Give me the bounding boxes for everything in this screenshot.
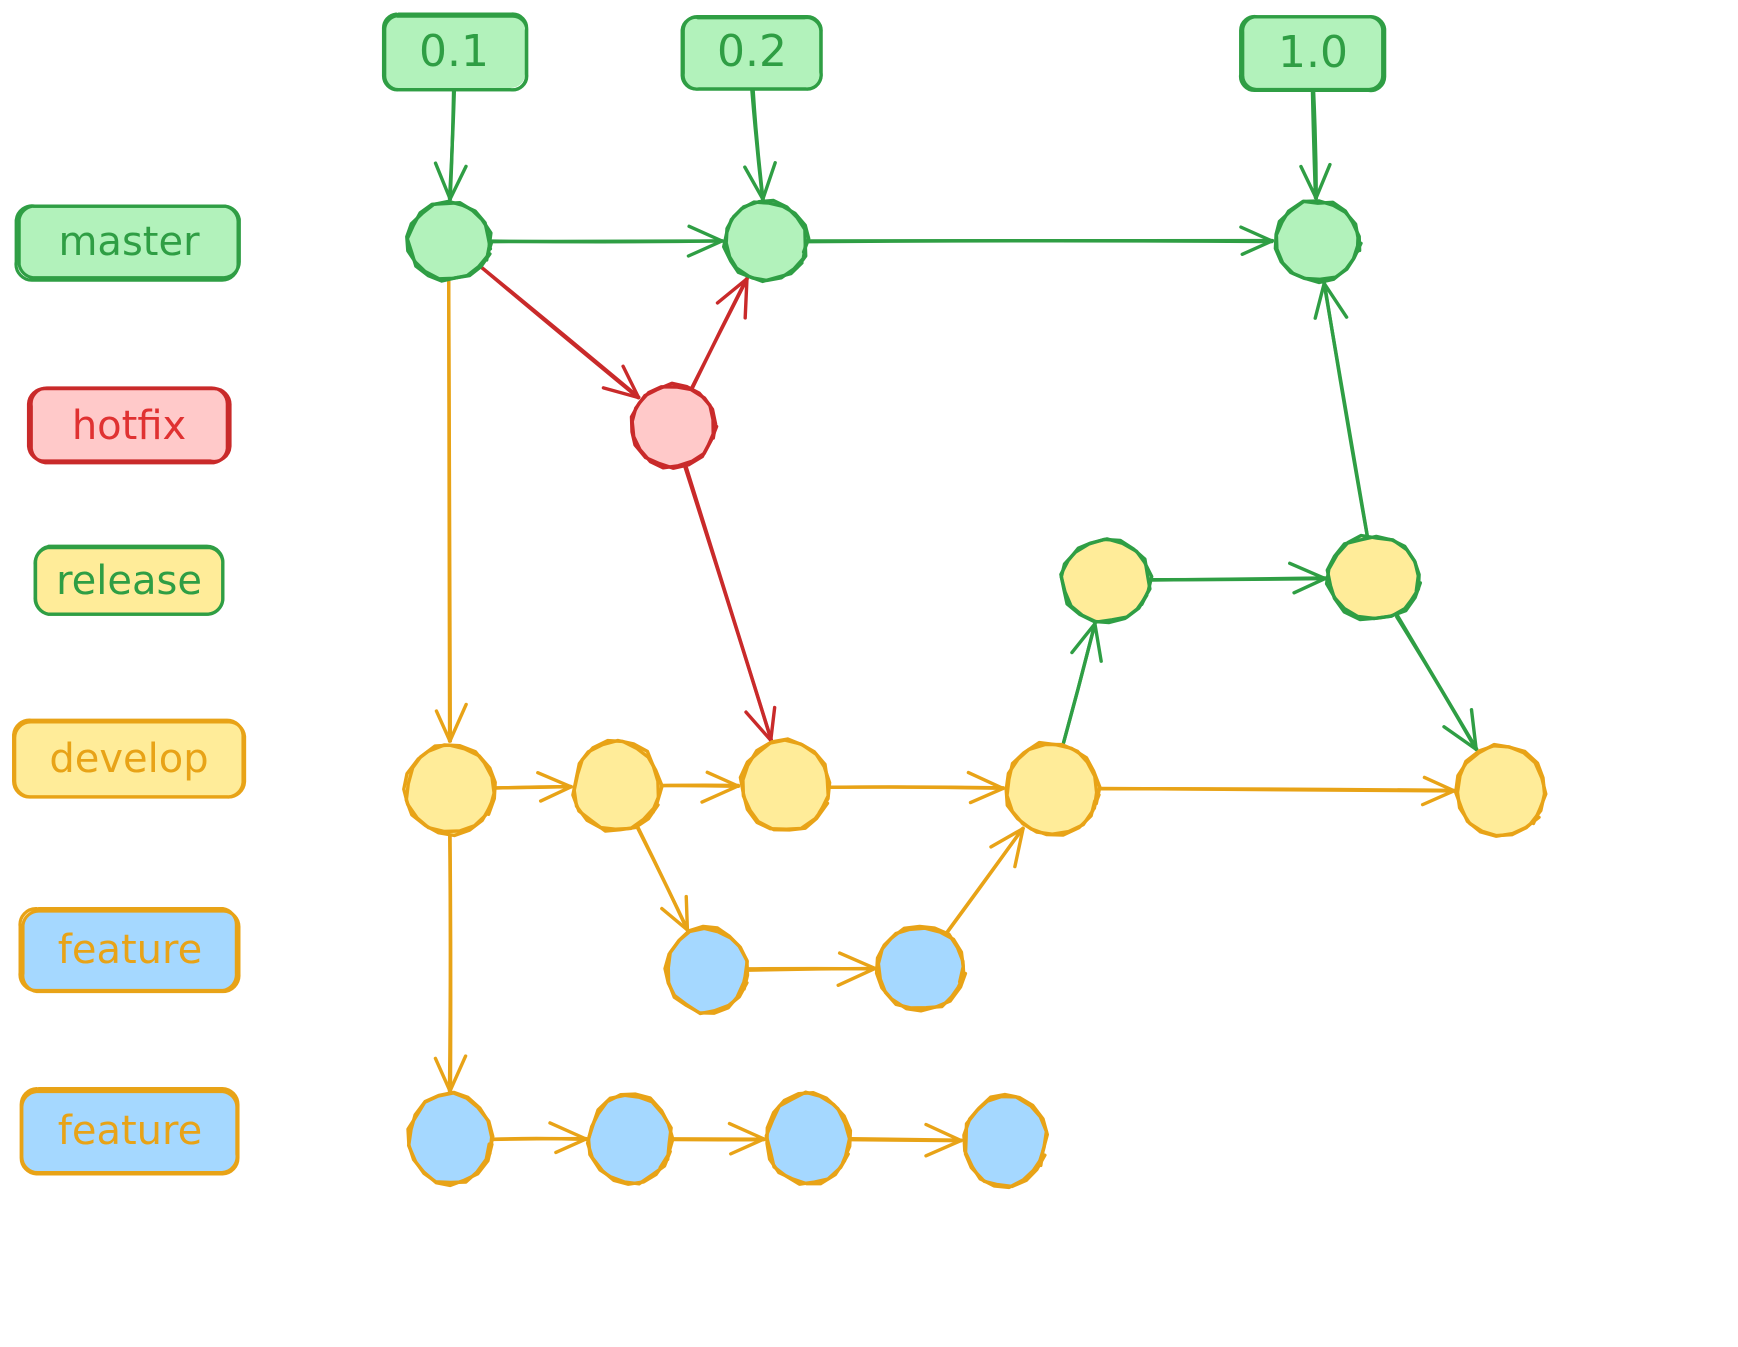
lane-label-develop[interactable]: develop <box>12 718 247 799</box>
edge-r2-to-d5 <box>1395 614 1479 752</box>
edge-m2-to-m3 <box>806 225 1275 256</box>
lane-label-text-feature1: feature <box>58 927 202 973</box>
commit-node-f2d[interactable] <box>962 1092 1049 1190</box>
nodes-layer <box>402 198 1548 1190</box>
edge-f2a-to-f2b <box>491 1121 589 1155</box>
commit-node-d2[interactable] <box>571 738 664 833</box>
edge-d1-to-f2a <box>433 834 468 1094</box>
edge-h1-to-m2 <box>690 276 749 390</box>
edge-tag-0-2-to-m2 <box>743 87 777 202</box>
lane-label-text-feature2: feature <box>58 1108 202 1154</box>
edge-d2-to-d3 <box>659 770 741 804</box>
commit-node-r2[interactable] <box>1324 533 1422 622</box>
edge-r2-to-m3 <box>1313 281 1369 537</box>
lane-label-text-master: master <box>58 219 200 265</box>
edge-tag-1-0-to-m3 <box>1299 89 1332 200</box>
commit-node-d5[interactable] <box>1454 742 1548 838</box>
commit-node-r1[interactable] <box>1059 537 1154 625</box>
edge-m1-to-m2 <box>490 224 725 258</box>
edge-d4-to-d5 <box>1097 775 1456 807</box>
edge-m1-to-h1 <box>479 265 641 400</box>
edge-d2-to-f1a <box>635 825 690 933</box>
version-tag-text: 0.1 <box>419 26 489 77</box>
version-tag-1-0[interactable]: 1.0 <box>1238 14 1387 93</box>
commit-node-f2c[interactable] <box>764 1090 853 1186</box>
commit-node-d3[interactable] <box>738 737 832 832</box>
version-tag-text: 0.2 <box>717 26 787 77</box>
edge-f1b-to-d4 <box>944 826 1025 935</box>
commit-node-f2a[interactable] <box>406 1090 495 1188</box>
edge-d1-to-d2 <box>493 771 573 803</box>
edge-m1-to-d1 <box>434 279 468 743</box>
lane-label-master[interactable]: master <box>14 204 241 282</box>
edge-h1-to-d3 <box>683 465 777 742</box>
lane-label-text-release: release <box>56 558 202 604</box>
edge-d4-to-r1 <box>1061 622 1103 745</box>
lane-label-feature2[interactable]: feature <box>19 1086 240 1176</box>
labels-layer: master hotfix release develop feature feature… <box>12 12 1387 1176</box>
lane-label-hotfix[interactable]: hotfix <box>26 386 232 465</box>
lane-label-feature1[interactable]: feature <box>18 907 241 994</box>
commit-node-f1b[interactable] <box>874 924 968 1013</box>
edge-r1-to-r2 <box>1150 561 1327 595</box>
version-tag-0-1[interactable]: 0.1 <box>381 12 529 92</box>
commit-node-m1[interactable] <box>405 199 494 283</box>
edge-tag-0-1-to-m1 <box>433 88 468 202</box>
edge-d3-to-d4 <box>828 770 1005 805</box>
commit-node-f2b[interactable] <box>585 1092 675 1186</box>
version-tag-text: 1.0 <box>1278 27 1348 78</box>
edge-f1a-to-f1b <box>747 951 877 987</box>
lane-label-text-hotfix: hotfix <box>72 403 186 449</box>
commit-node-m2[interactable] <box>722 198 811 284</box>
lane-label-release[interactable]: release <box>33 544 225 616</box>
commit-node-f1a[interactable] <box>663 924 750 1016</box>
commit-node-m3[interactable] <box>1273 199 1363 285</box>
lane-label-text-develop: develop <box>49 736 208 782</box>
edge-f2c-to-f2d <box>849 1122 963 1158</box>
commit-node-h1[interactable] <box>629 381 719 470</box>
edge-f2b-to-f2c <box>670 1121 767 1156</box>
commit-node-d1[interactable] <box>402 743 497 838</box>
version-tag-0-2[interactable]: 0.2 <box>680 15 823 91</box>
edges-layer <box>433 87 1479 1158</box>
commit-node-d4[interactable] <box>1004 740 1102 837</box>
